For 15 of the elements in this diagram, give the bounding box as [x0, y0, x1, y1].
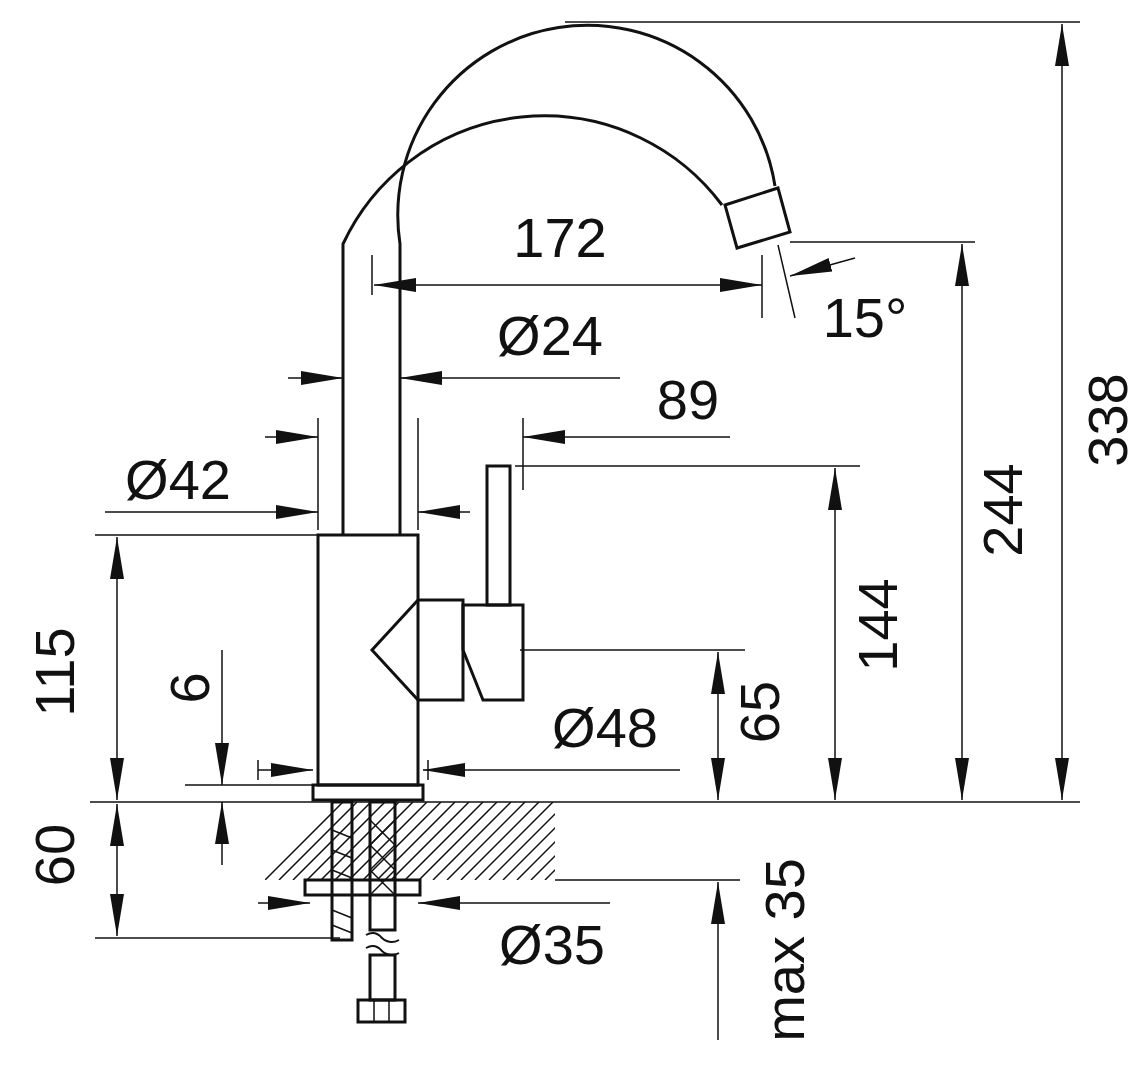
dimension-label: 15° [822, 290, 908, 346]
dimension-label: Ø24 [497, 308, 603, 364]
dimension-label: 144 [850, 578, 906, 672]
dimension-label: 65 [732, 680, 788, 744]
dimension-label: 89 [656, 372, 720, 428]
dimension-label: 6 [162, 672, 218, 704]
dimension-label: max 35 [757, 858, 813, 1042]
dimension-label: 338 [1080, 373, 1136, 467]
dimension-label: Ø48 [552, 700, 658, 756]
dimension-label: Ø35 [499, 917, 605, 973]
dimension-label: 60 [27, 823, 83, 887]
dimension-label: Ø42 [125, 452, 231, 508]
dimension-label: 244 [975, 463, 1031, 557]
dimension-label: 172 [513, 210, 607, 266]
dimension-label: 115 [27, 627, 83, 717]
